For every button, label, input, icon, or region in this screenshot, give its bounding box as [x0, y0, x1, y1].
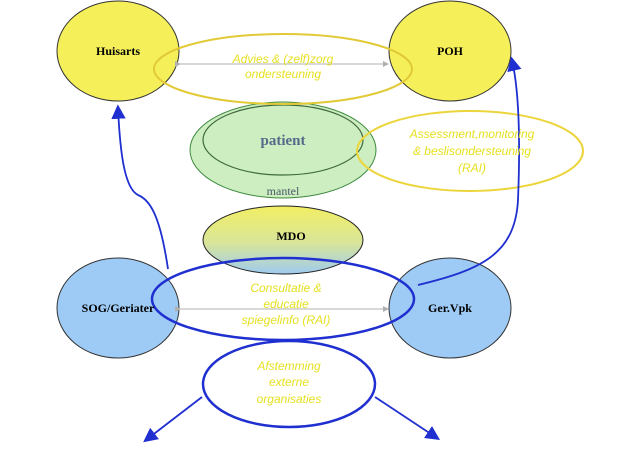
huisarts-label: Huisarts: [96, 44, 140, 58]
mantel-label: mantel: [267, 184, 300, 198]
patient-label: patient: [261, 133, 306, 149]
poh-label: POH: [437, 44, 464, 58]
consultatie-line-2: educatie: [263, 297, 309, 311]
advies-line-1: Advies & (zelf)zorg: [232, 52, 334, 66]
mantel-outer: [189, 101, 377, 199]
assessment-line-3: (RAI): [458, 161, 486, 175]
afstemming-outline: [201, 339, 377, 429]
afstemming-line-1: Afstemming: [256, 359, 321, 373]
afstemming-line-3: organisaties: [257, 392, 322, 406]
assessment-outline: [356, 110, 584, 192]
arrow-sog-to-huisarts: [111, 104, 169, 270]
sog-label: SOG/Geriater: [82, 301, 155, 315]
gervpk-label: Ger.Vpk: [428, 301, 472, 315]
assessment-line-2: & beslisondersteuning: [413, 144, 531, 158]
arrow-gervpk-to-poh: [417, 56, 522, 286]
afstemming-line-2: externe: [269, 375, 309, 389]
arrow-afstemming-left: [143, 396, 203, 443]
assessment-line-1: Assessment,monitoring: [409, 127, 535, 141]
gervpk-node: [388, 257, 512, 359]
poh-node: [388, 0, 512, 102]
consultatie-line-3: spiegelinfo (RAI): [242, 313, 331, 327]
consultatie-line-1: Consultatie &: [250, 281, 321, 295]
huisarts-node: [56, 0, 180, 102]
mdo-label: MDO: [276, 229, 305, 243]
advies-outline: [153, 33, 413, 105]
advies-line-2: ondersteuning: [245, 67, 321, 81]
arrow-afstemming-right: [374, 396, 441, 440]
mdo-node: [202, 205, 364, 275]
